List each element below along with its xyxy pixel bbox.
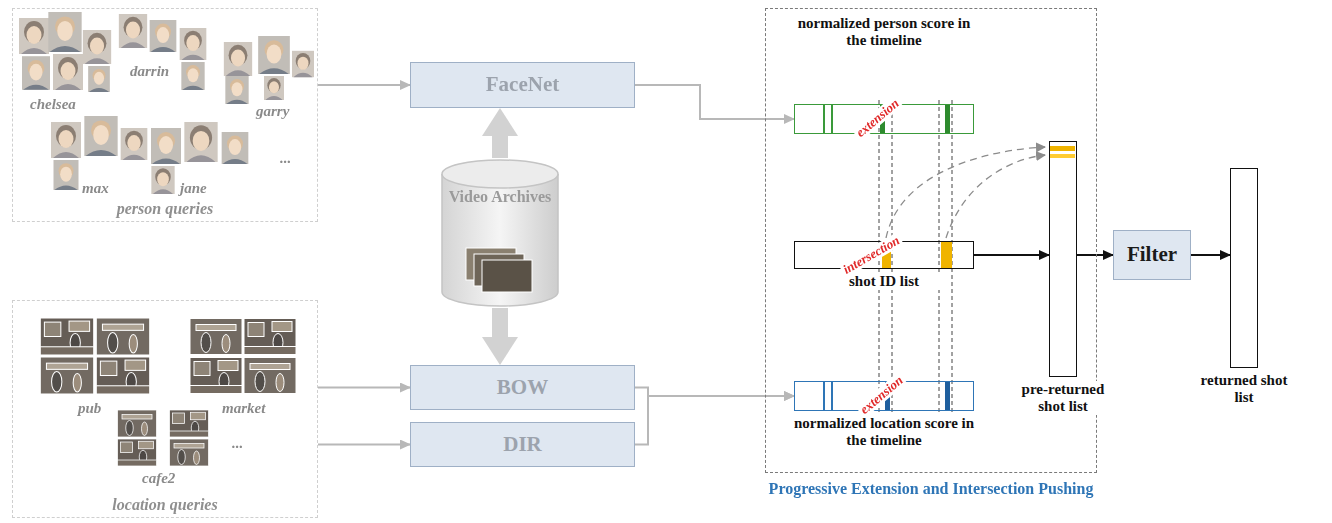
face-photo <box>48 12 81 52</box>
face-photo <box>184 122 217 162</box>
score-mark <box>823 105 825 133</box>
score-mark <box>945 382 950 410</box>
database-cylinder: Video Archives <box>440 158 560 308</box>
scene-photo <box>244 358 296 394</box>
node-label: Video Archives <box>445 188 555 206</box>
data-flow-arrow <box>492 308 508 337</box>
filter-box: Filter <box>1113 230 1191 280</box>
connector-arrow <box>635 85 794 119</box>
node-label: Progressive Extension and Intersection P… <box>766 480 1096 498</box>
face-photo <box>180 28 207 60</box>
face-photo <box>53 54 83 90</box>
face-photo <box>83 30 111 64</box>
face-photo <box>51 122 81 158</box>
node-label: shot ID list <box>824 273 944 290</box>
query-name: jane <box>180 180 207 197</box>
cylinder-shape <box>440 158 560 308</box>
timeline-guides <box>879 100 952 412</box>
box-label: Filter <box>1127 243 1177 267</box>
face-photo <box>264 76 284 100</box>
scene-photo <box>190 358 242 394</box>
score-mark <box>831 105 833 133</box>
node-label: normalized location score in the timelin… <box>786 415 982 449</box>
query-name: ... <box>280 150 291 167</box>
box-label: BOW <box>497 376 548 400</box>
connector-arrow <box>318 387 410 389</box>
scene-photo <box>96 318 149 355</box>
score-mark <box>823 382 825 410</box>
scene-photo <box>170 410 209 437</box>
node-label: pre-returned shot list <box>1013 381 1113 415</box>
person-photos <box>19 12 314 194</box>
face-photo <box>181 62 204 90</box>
face-photo <box>151 166 174 194</box>
face-photo <box>54 160 79 190</box>
face-photo <box>225 76 248 104</box>
location-photos <box>40 318 296 466</box>
score-mark <box>1050 146 1075 151</box>
score-mark <box>941 242 952 268</box>
face-photo <box>258 36 290 74</box>
query-name: chelsea <box>30 96 76 113</box>
face-photo <box>84 116 117 156</box>
data-flow-arrow <box>492 136 508 158</box>
model-box: FaceNet <box>410 62 635 108</box>
query-name: max <box>82 180 109 197</box>
face-photo <box>151 128 181 164</box>
query-name: market <box>222 400 265 417</box>
query-name: pub <box>78 400 101 417</box>
operation-label: extension <box>856 372 908 418</box>
query-name: darrin <box>130 63 169 80</box>
operation-label: intersection <box>839 232 904 278</box>
scene-photo <box>96 357 149 394</box>
scene-photo <box>170 439 209 466</box>
score-mark <box>945 105 950 133</box>
face-photo <box>88 66 110 92</box>
shot-list-bar: pre-returned shot list <box>1049 141 1077 377</box>
push-arrows <box>886 147 1045 238</box>
query-name: ... <box>232 435 243 452</box>
box-label: DIR <box>503 433 542 457</box>
push-curve <box>946 155 1045 238</box>
box-label: FaceNet <box>486 73 559 97</box>
scene-photo <box>118 439 157 466</box>
query-name: garry <box>256 103 289 120</box>
face-photo <box>119 14 147 48</box>
scene-photo <box>190 319 242 355</box>
node-label: returned shot list <box>1199 372 1289 406</box>
face-photo <box>19 18 49 54</box>
model-box: DIR <box>410 422 635 467</box>
push-curve <box>886 147 1045 238</box>
face-photo <box>222 132 249 164</box>
scene-photo <box>40 318 93 355</box>
scene-photo <box>40 357 93 394</box>
connector-arrow <box>635 396 794 445</box>
face-photo <box>292 51 314 77</box>
node-label: location queries <box>13 496 317 514</box>
connector-arrow <box>318 444 410 446</box>
process-group: Progressive Extension and Intersection P… <box>765 8 1097 473</box>
face-photo <box>121 128 148 160</box>
node-label: normalized person score in the timeline <box>794 15 974 49</box>
guide-line <box>939 100 940 412</box>
connector-arrow <box>635 388 794 397</box>
node-label: person queries <box>13 200 317 218</box>
connector-arrow <box>1191 254 1230 256</box>
score-mark <box>1050 154 1075 158</box>
shot-list-bar: returned shot list <box>1230 168 1258 368</box>
operation-label: extension <box>852 95 904 141</box>
connector-arrow <box>318 84 410 86</box>
model-box: BOW <box>410 365 635 410</box>
face-photo <box>22 56 50 90</box>
connector-arrow <box>974 254 1049 256</box>
face-photo <box>224 42 252 76</box>
face-photo <box>150 20 177 52</box>
query-name: cafe2 <box>142 470 175 487</box>
connector-arrow <box>1077 254 1113 256</box>
scene-photo <box>118 410 157 437</box>
score-mark <box>831 382 833 410</box>
guide-line <box>892 100 893 412</box>
scene-photo <box>244 319 296 355</box>
